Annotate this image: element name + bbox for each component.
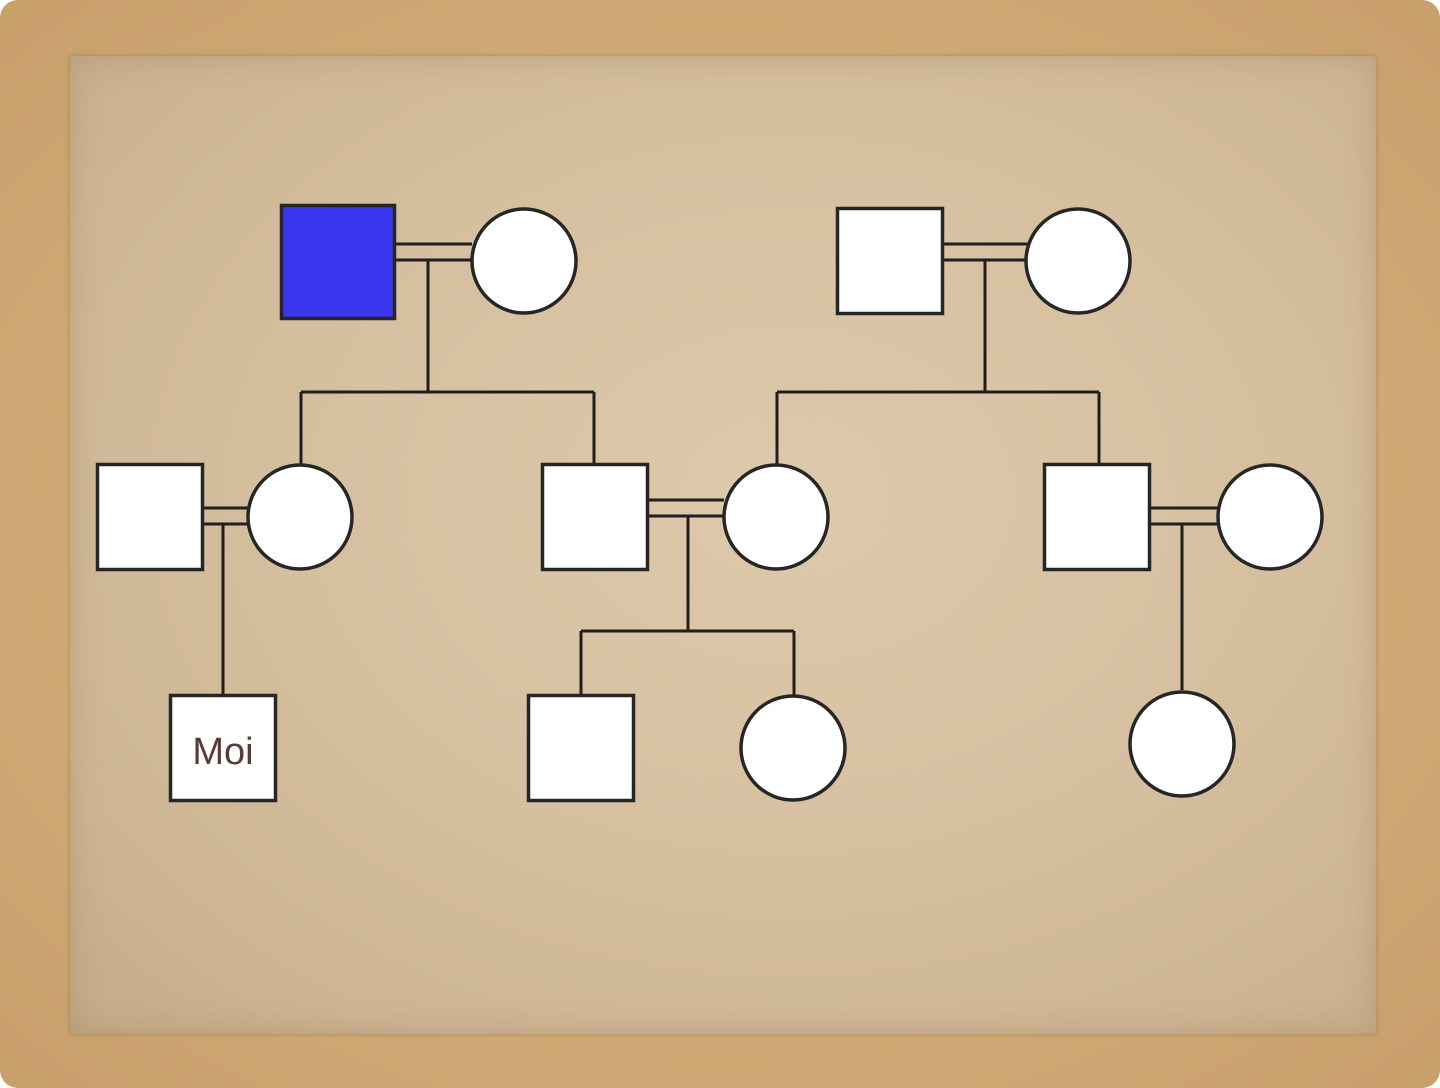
individual-label: Moi: [192, 731, 253, 773]
relationship-lines: [203, 242, 1218, 695]
female-circle: [246, 463, 354, 571]
female-circle: [1216, 463, 1324, 571]
female-circle: [722, 463, 830, 571]
male-square: [168, 693, 278, 803]
male-square: [835, 206, 945, 316]
female-circle: [739, 694, 847, 802]
individual-labels: Moi: [192, 731, 253, 773]
male-square: [526, 693, 636, 803]
individuals: [95, 203, 1324, 803]
male-square: [95, 462, 205, 572]
affected-male-square: [279, 203, 397, 321]
female-circle: [1024, 207, 1132, 315]
male-square: [540, 462, 650, 572]
male-square: [1042, 462, 1152, 572]
female-circle: [470, 207, 578, 315]
female-circle: [1128, 690, 1236, 798]
